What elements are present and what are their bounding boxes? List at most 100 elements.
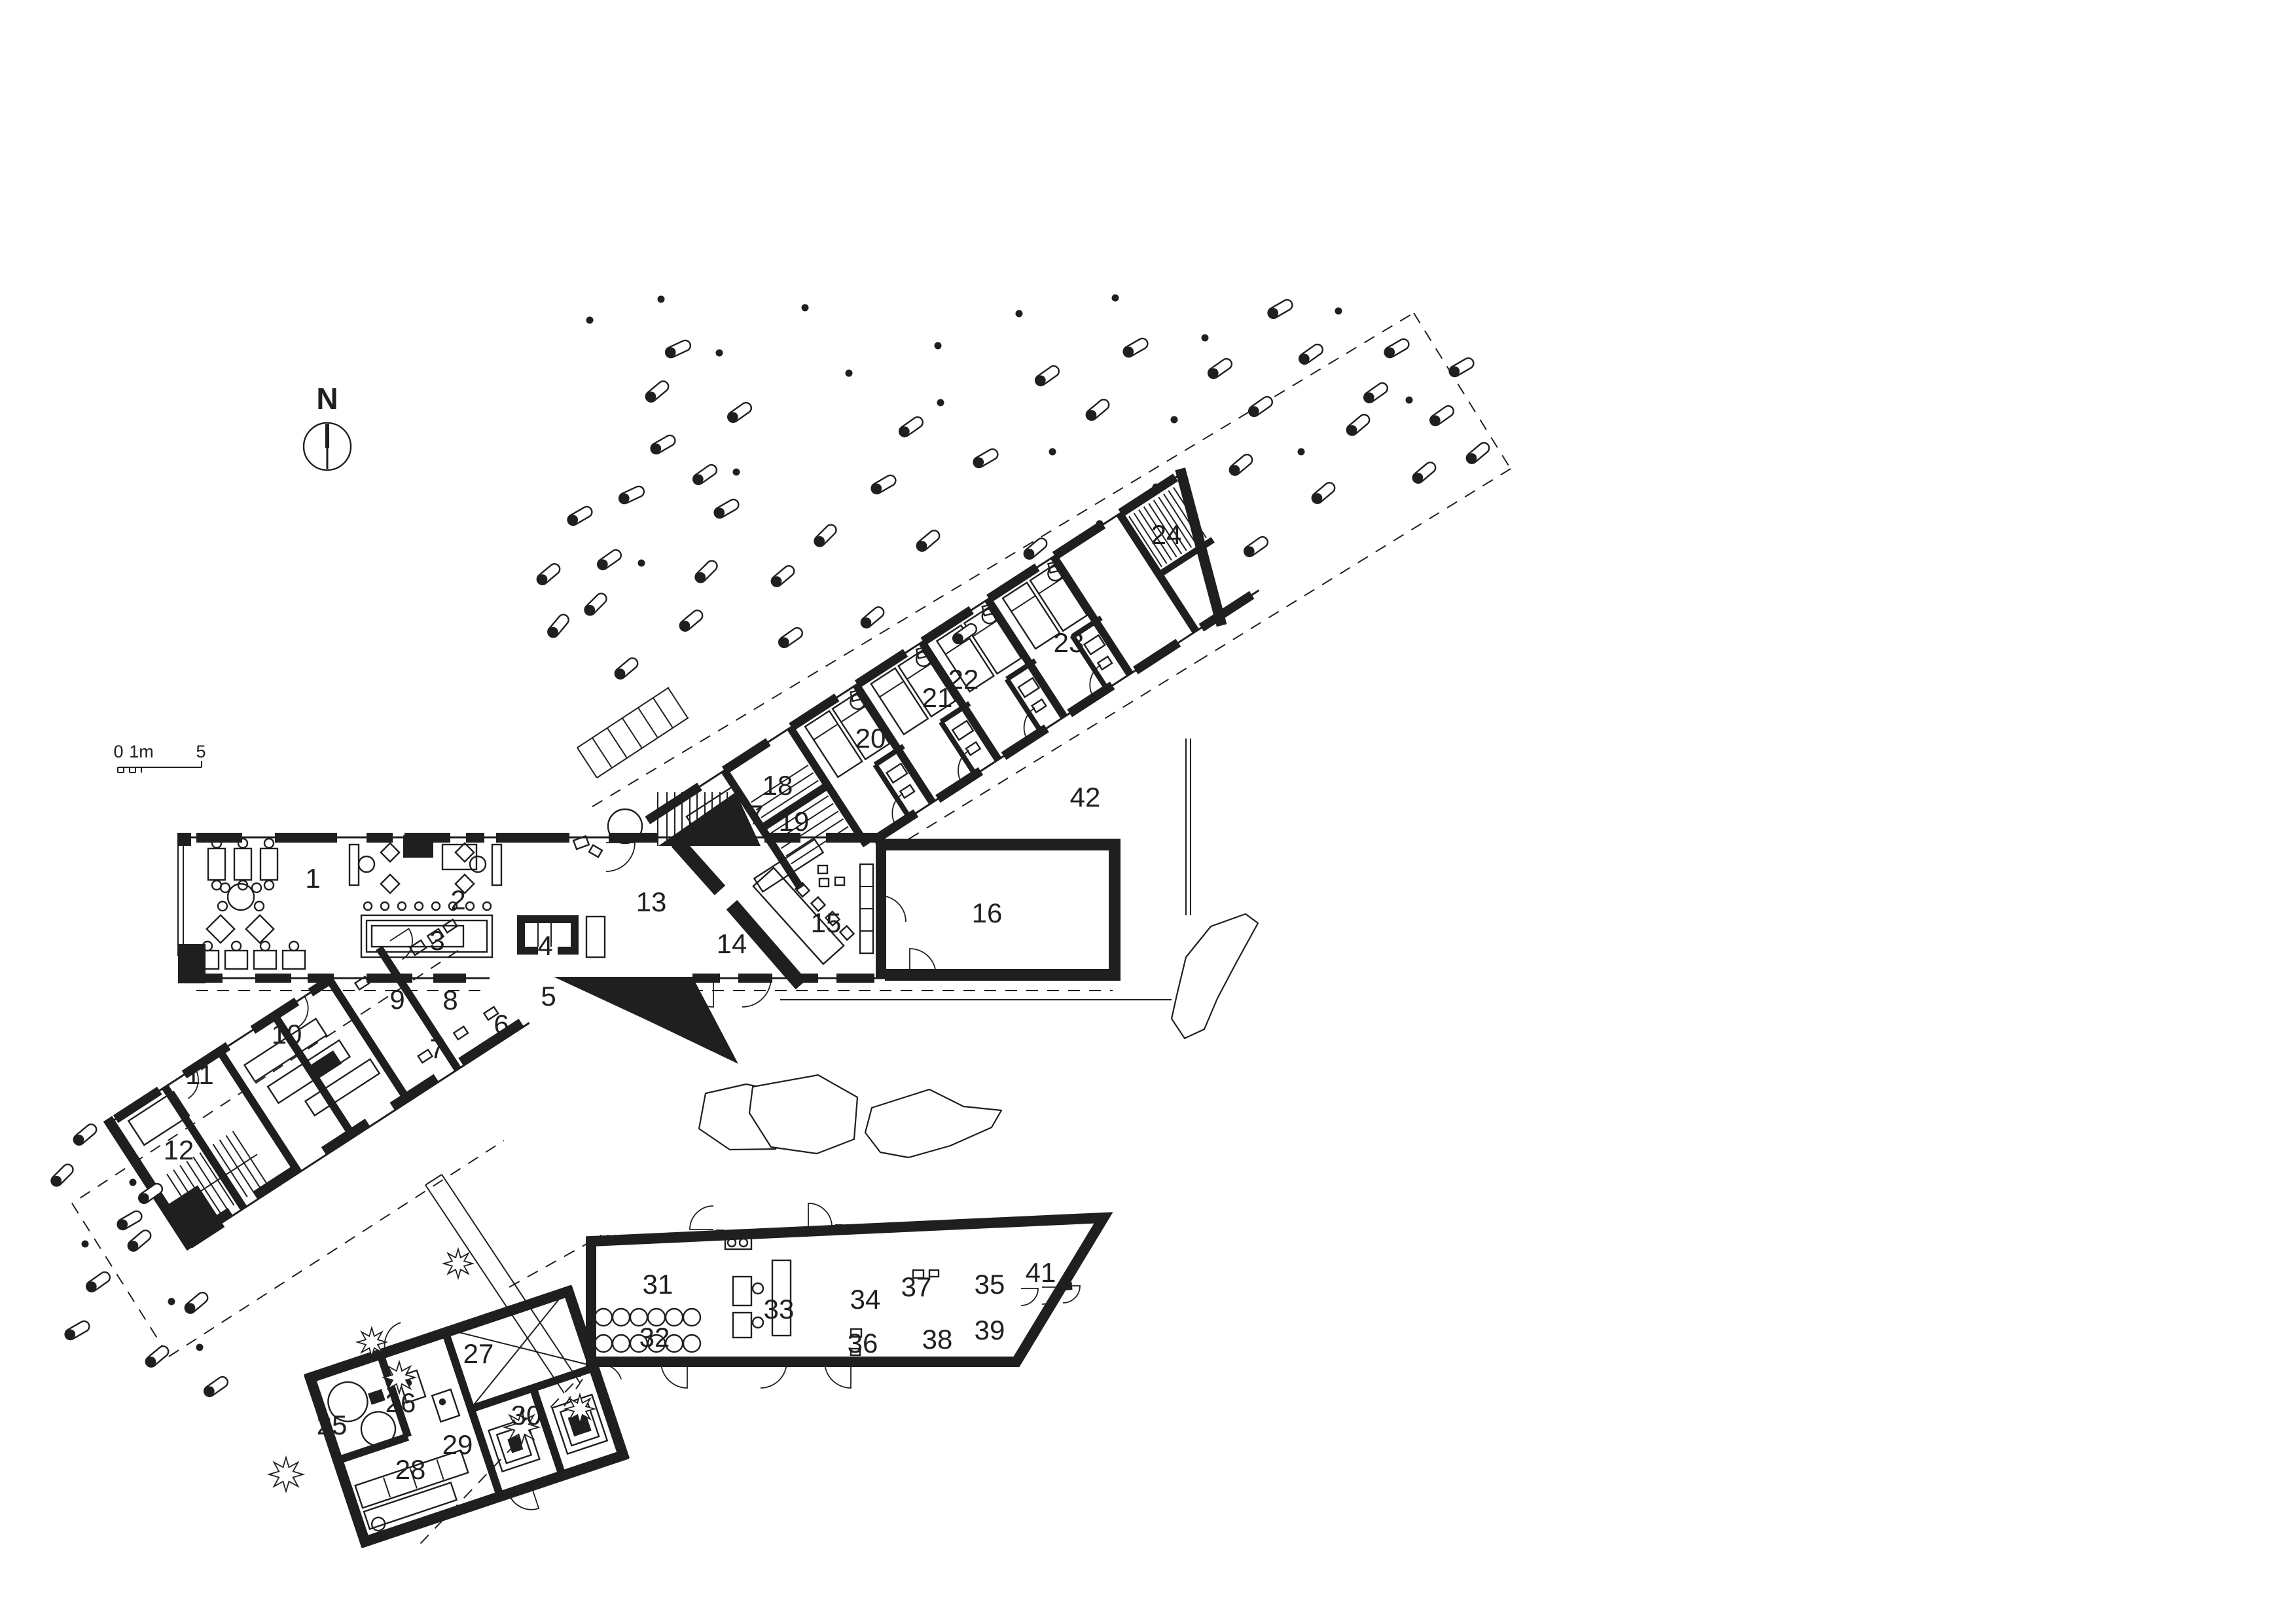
- door-arc: [909, 948, 937, 976]
- furniture-outline: [1017, 676, 1041, 699]
- shrub-icon: [1311, 482, 1336, 504]
- shrub-icon: [679, 610, 704, 632]
- detail-line: [577, 687, 670, 748]
- tree-icon: [441, 1247, 475, 1281]
- furniture-outline: [859, 863, 874, 955]
- shrub-head: [696, 572, 706, 582]
- room-label: 33: [764, 1294, 795, 1324]
- rock-outline: [748, 1074, 859, 1155]
- room-label: 20: [855, 723, 886, 754]
- shrub-icon: [1384, 338, 1410, 359]
- shrub-body: [184, 1292, 209, 1314]
- detail-line: [1158, 496, 1193, 548]
- plant-dot: [1111, 294, 1119, 302]
- furniture-outline: [732, 1311, 753, 1339]
- room-label: 25: [317, 1410, 348, 1440]
- shrub-icon: [1363, 382, 1389, 404]
- wall-segment: [826, 833, 885, 843]
- wall-segment: [692, 974, 720, 983]
- plant-dot: [81, 1240, 89, 1248]
- furniture-circle: [288, 940, 300, 952]
- room-label: 18: [762, 770, 793, 801]
- furniture-outline: [899, 784, 916, 799]
- detail-line: [383, 1477, 391, 1498]
- detail-line: [199, 1152, 235, 1206]
- wall-segment: [871, 809, 919, 845]
- furniture-circle: [259, 940, 271, 952]
- detail-line: [1168, 490, 1202, 542]
- shrub-icon: [1429, 405, 1455, 427]
- door-arc: [958, 750, 982, 784]
- furniture-outline: [206, 914, 236, 944]
- door-arc: [808, 1203, 833, 1228]
- detail-line: [409, 1468, 418, 1489]
- furniture-outline: [482, 1006, 499, 1021]
- shrub-icon: [1229, 454, 1253, 476]
- door-arc: [508, 1486, 540, 1510]
- detail-line: [770, 795, 829, 834]
- detail-line: [939, 720, 978, 776]
- shrub-icon: [203, 1376, 229, 1398]
- wall-line: [332, 1432, 410, 1466]
- tree-icon: [502, 1408, 541, 1447]
- plant-dot: [715, 349, 723, 357]
- wall-segment: [433, 974, 466, 983]
- shrub-head: [917, 541, 927, 551]
- shrub-head: [118, 1219, 128, 1230]
- shrub-icon: [973, 448, 999, 469]
- detail-line: [785, 818, 844, 857]
- shrub-head: [1086, 410, 1097, 420]
- detail-line: [872, 763, 912, 819]
- shrub-icon: [145, 1345, 170, 1368]
- wall-segment: [920, 606, 974, 646]
- room-label: 27: [463, 1338, 494, 1369]
- furniture-circle: [607, 808, 643, 845]
- detail-line: [755, 772, 814, 811]
- shrub-icon: [778, 627, 804, 649]
- detail-line: [1143, 506, 1177, 558]
- furniture-circle: [370, 1516, 386, 1532]
- shrub-body: [203, 1376, 229, 1398]
- furniture-circle: [751, 1316, 764, 1329]
- furniture-outline: [207, 847, 226, 881]
- room-label: 1: [305, 863, 320, 894]
- shrub-head: [953, 633, 963, 644]
- plant-dot: [1152, 483, 1160, 491]
- room-label: 35: [975, 1269, 1005, 1300]
- door-arc: [1041, 1286, 1060, 1305]
- room-label: 26: [386, 1387, 416, 1418]
- furniture-outline: [370, 924, 465, 948]
- shrub-icon: [650, 434, 676, 455]
- door-arc: [1062, 1285, 1081, 1304]
- shrub-icon: [584, 593, 607, 616]
- door-arc: [689, 1205, 714, 1230]
- furniture-circle: [237, 837, 249, 849]
- furniture-circle: [363, 901, 373, 911]
- furniture-outline: [838, 924, 855, 941]
- room-label: 19: [779, 806, 810, 837]
- furniture-outline: [127, 1090, 190, 1146]
- shrub-head: [1024, 549, 1035, 559]
- furniture-outline: [259, 847, 279, 881]
- furniture-outline: [810, 896, 827, 913]
- furniture-circle: [357, 855, 376, 873]
- shrub-head: [815, 536, 825, 546]
- furniture-circle: [682, 1334, 702, 1353]
- furniture-outline: [348, 843, 360, 886]
- shrub-head: [1230, 465, 1240, 475]
- furniture-outline: [454, 842, 475, 863]
- shrub-head: [615, 668, 626, 679]
- detail-line: [607, 727, 628, 759]
- boundary-dash-line: [1204, 468, 1511, 658]
- furniture-outline: [1047, 560, 1062, 574]
- detail-line: [668, 687, 689, 719]
- wall-segment: [496, 833, 569, 843]
- dot-marker: [439, 1398, 446, 1406]
- room-label: 32: [639, 1322, 670, 1353]
- shrub-head: [1467, 453, 1477, 464]
- tree-icon: [266, 1455, 306, 1494]
- room-label: 13: [636, 886, 667, 917]
- wall-segment: [389, 1074, 439, 1110]
- shrub-head: [779, 637, 789, 647]
